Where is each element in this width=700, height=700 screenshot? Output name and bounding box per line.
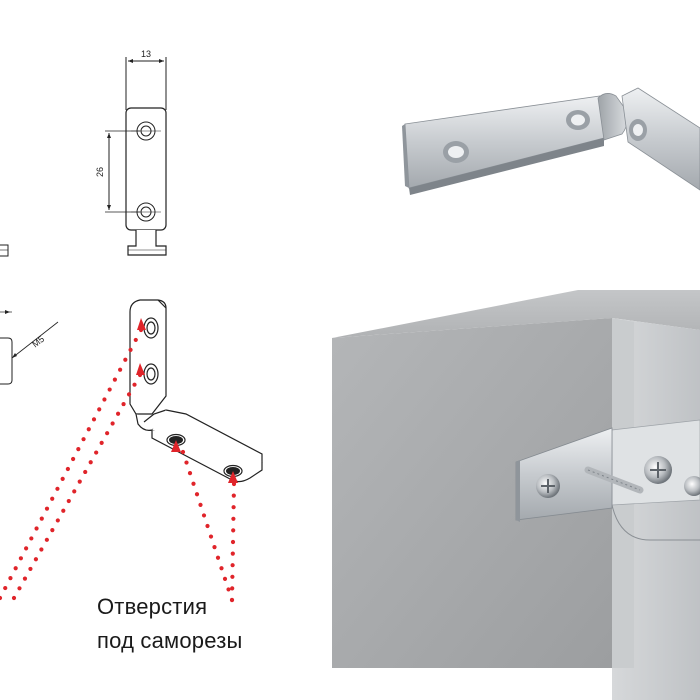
leader-dot (132, 382, 137, 387)
leader-dot (180, 449, 186, 455)
leader-dot (17, 586, 22, 591)
leader-dot (231, 505, 236, 510)
leader-dot (34, 526, 39, 531)
leader-dot (133, 337, 138, 343)
leader-dot (65, 466, 70, 472)
thread-label: M5 (30, 334, 46, 350)
leader-dot (71, 456, 76, 462)
height-dimension (105, 130, 140, 213)
leader-dot (212, 545, 217, 550)
leader-dot (229, 597, 235, 603)
leader-dot (94, 450, 99, 455)
arrow-base-hole-1 (171, 440, 181, 452)
leader-dot (39, 516, 44, 521)
leader-dot (230, 574, 235, 579)
leader-dot (201, 513, 207, 518)
leader-dot (208, 534, 214, 539)
height-dimension-label: 26 (95, 167, 105, 177)
leader-dot (18, 556, 23, 561)
leader-dot (50, 528, 55, 533)
leader-dot (112, 377, 117, 382)
leader-dot (110, 421, 115, 426)
leader-dot (128, 347, 133, 352)
leader-dot (97, 407, 102, 412)
leader-dot (215, 555, 221, 560)
leader-dot (66, 498, 71, 504)
technical-drawing (0, 57, 263, 483)
leader-dot (230, 563, 235, 568)
caption-line-2: под саморезы (97, 628, 243, 653)
leader-dot (44, 506, 50, 511)
front-view-plate (125, 107, 167, 256)
leader-dot (230, 551, 235, 556)
leader-dot (81, 437, 86, 442)
leader-dot (44, 537, 49, 542)
leader-dot (102, 397, 107, 402)
leader-dot (11, 595, 17, 601)
leader-dot (187, 471, 193, 476)
caption-line-1: Отверстия (97, 594, 208, 619)
width-dimension-label: 13 (141, 49, 151, 59)
side-view-partial (0, 244, 59, 385)
leader-dot (205, 523, 210, 529)
leader-dot (60, 476, 65, 481)
leader-dot (105, 431, 110, 436)
leader-dot (86, 427, 91, 432)
leader-dot (77, 479, 82, 484)
screw-icon (644, 456, 672, 484)
arrow-base-hole-2 (228, 471, 238, 483)
leader-dot (219, 566, 224, 571)
leader-dot (91, 417, 97, 422)
leader-dot (13, 566, 18, 571)
leader-dot (76, 447, 81, 452)
leader-dot (72, 489, 77, 494)
leader-dot (126, 392, 132, 397)
leader-dot (29, 536, 34, 541)
leader-dot (88, 460, 93, 465)
leader-dot (123, 357, 128, 362)
leader-dot (99, 440, 104, 445)
isometric-bracket (129, 299, 263, 483)
leader-dot (230, 586, 235, 591)
width-dimension (125, 57, 167, 110)
leader-dot (55, 486, 60, 491)
angle-bracket-render (402, 87, 700, 195)
leader-dot (231, 528, 236, 533)
screw-icon (684, 476, 700, 496)
leader-dot (33, 557, 39, 562)
leader-dot (24, 546, 29, 551)
leader-dot (28, 566, 33, 572)
leader-dot (231, 493, 236, 498)
leader-dot (118, 367, 123, 372)
leader-dot (83, 469, 88, 475)
drawer-panel-render (332, 290, 700, 700)
leader-dot (0, 595, 3, 601)
leader-dot (115, 411, 121, 416)
leader-dot (22, 576, 28, 581)
leader-dot (194, 492, 200, 497)
leader-dot (184, 460, 189, 465)
leader-dot (50, 496, 55, 501)
leader-dot (55, 518, 60, 523)
leader-dot (191, 481, 196, 486)
leader-dot (107, 387, 112, 392)
arrow-lower-hole (136, 363, 145, 375)
leader-dot (230, 539, 236, 545)
screw-hole-leaders (0, 318, 238, 603)
leader-dot (226, 587, 231, 592)
leader-dot (198, 502, 203, 507)
leader-dot (61, 508, 66, 513)
leader-dot (8, 576, 13, 581)
leader-dot (121, 401, 126, 407)
leader-dot (3, 585, 8, 591)
screw-icon (536, 474, 560, 498)
leader-dot (39, 547, 44, 552)
leader-dot (231, 516, 236, 521)
leader-dot (222, 576, 228, 581)
arrow-upper-hole (137, 318, 146, 330)
